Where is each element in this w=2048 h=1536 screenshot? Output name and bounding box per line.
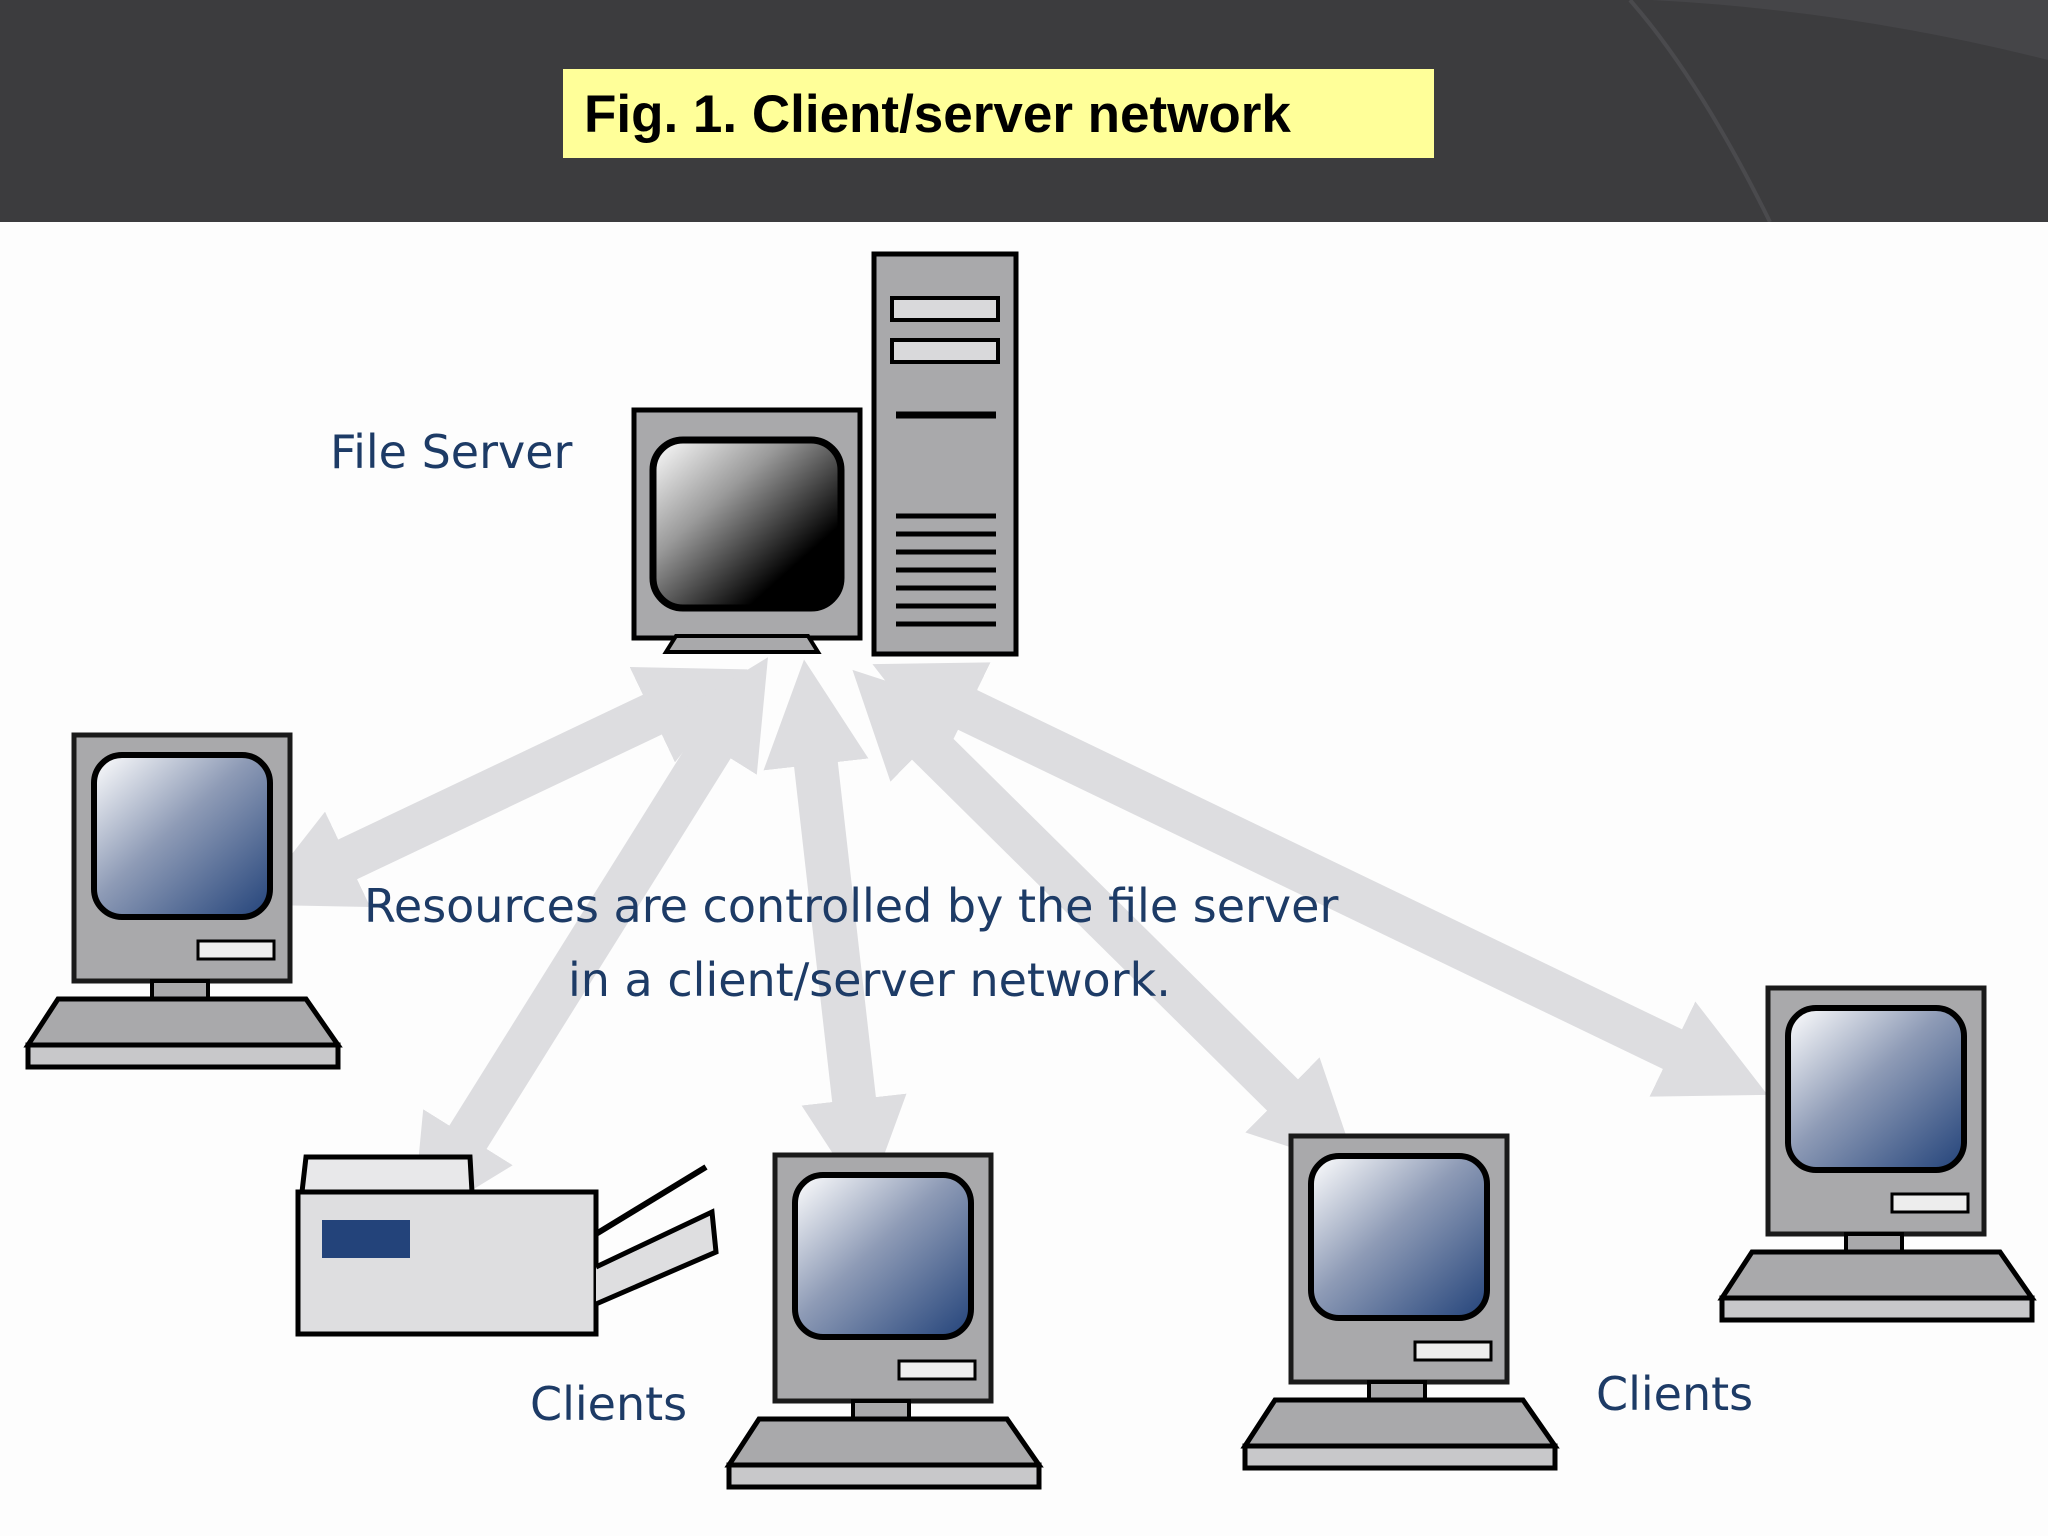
- client-computer-icon: [1722, 988, 2032, 1320]
- caption-line-1: Resources are controlled by the file ser…: [364, 879, 1338, 933]
- title-box: Fig. 1. Client/server network: [563, 69, 1434, 158]
- client-computer-icon: [28, 735, 338, 1067]
- header-decoration: [1628, 0, 2048, 222]
- clients-label-right: Clients: [1596, 1367, 1753, 1421]
- server-monitor-icon: [631, 407, 863, 654]
- clients-label-left: Clients: [530, 1377, 687, 1431]
- caption-line-2: in a client/server network.: [568, 953, 1171, 1007]
- arrow-icon: [872, 662, 1768, 1097]
- client-server-diagram: File Server Resources are controlled by …: [0, 251, 2048, 1536]
- file-server: [631, 251, 1019, 657]
- arrow-icon: [412, 657, 768, 1227]
- client-computer-icon: [729, 1155, 1039, 1487]
- slide-title: Fig. 1. Client/server network: [584, 85, 1291, 144]
- client-computer-icon: [1245, 1136, 1555, 1468]
- slide-header: Fig. 1. Client/server network: [0, 0, 2048, 222]
- diagram-area: File Server Resources are controlled by …: [0, 222, 2048, 1536]
- connection-arrows: [252, 657, 1768, 1227]
- server-tower-icon: [871, 251, 1019, 657]
- arrow-icon: [763, 659, 907, 1205]
- printer-icon: [295, 1154, 719, 1337]
- server-label: File Server: [330, 425, 573, 479]
